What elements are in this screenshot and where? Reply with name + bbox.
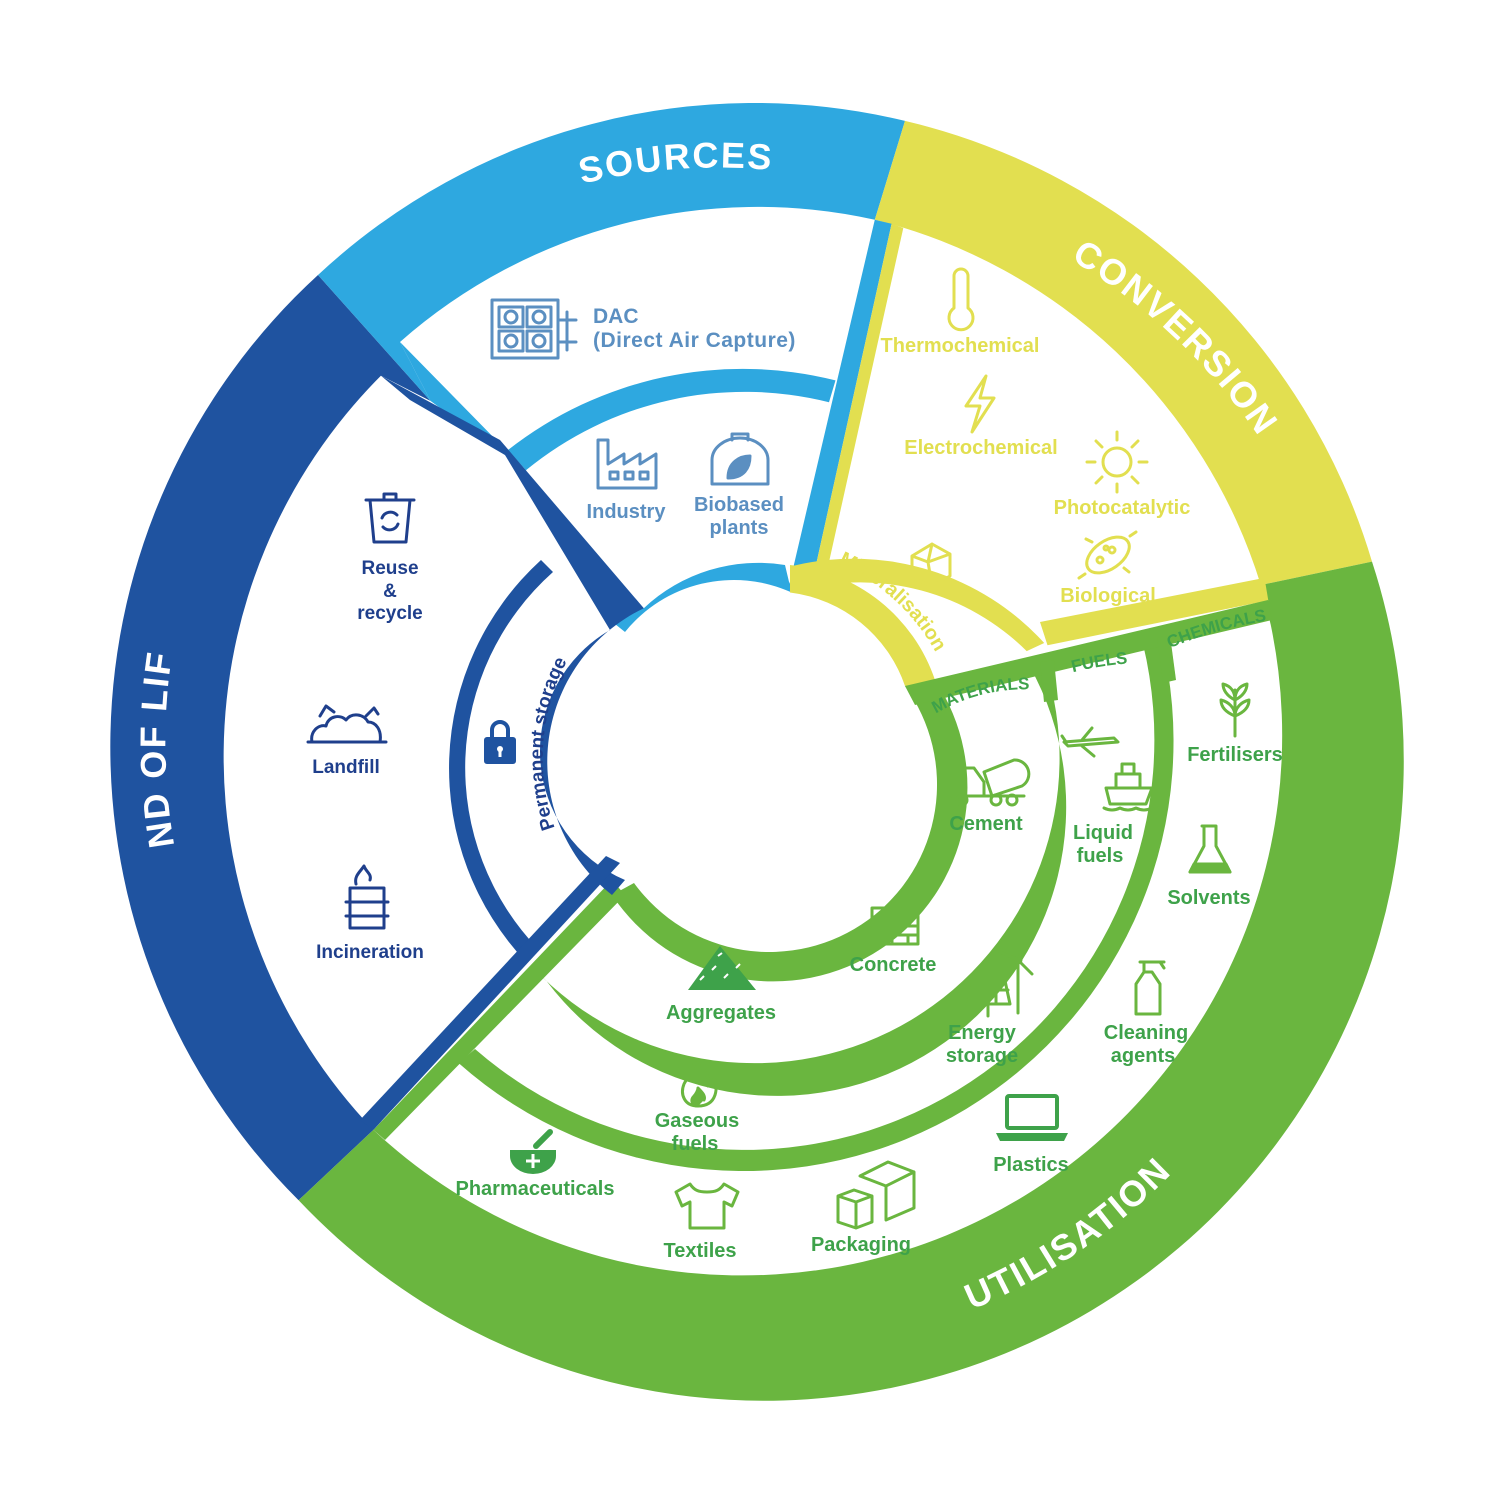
concrete-label: Concrete (850, 954, 937, 976)
landfill-icon (306, 704, 388, 744)
permanent-storage-ring (449, 560, 553, 963)
tshirt-icon (674, 1182, 740, 1230)
fertilisers-label: Fertilisers (1187, 744, 1283, 766)
sources-band (318, 102, 905, 402)
liquid-fuels-label-2: fuels (1077, 845, 1124, 867)
ship-icon (1102, 762, 1154, 812)
conversion-inner-band (794, 558, 1045, 652)
wheat-icon (1219, 682, 1251, 738)
pharmaceuticals-label: Pharmaceuticals (456, 1178, 615, 1200)
reuse-label-1: Reuse (361, 558, 418, 579)
solar-wind-icon (966, 936, 1034, 1018)
gaseous-fuels-label-2: fuels (672, 1133, 719, 1155)
laptop-icon (996, 1094, 1068, 1141)
aggregate-pile-icon (688, 946, 756, 990)
mineral-rock-icon (910, 542, 952, 588)
flame-icon (681, 1060, 718, 1108)
packaging-label: Packaging (811, 1234, 911, 1256)
conversion-bottom-band (1040, 577, 1269, 646)
gaseous-fuels-label-1: Gaseous (655, 1110, 739, 1132)
thermometer-icon (947, 267, 975, 332)
liquid-fuels-label-1: Liquid (1073, 822, 1133, 844)
energy-storage-label-2: storage (946, 1045, 1018, 1067)
padlock-icon (484, 720, 516, 764)
cement-truck-icon (950, 758, 1031, 807)
incinerator-icon (344, 864, 390, 930)
bacteria-icon (1077, 530, 1138, 580)
factory-icon (596, 438, 658, 490)
textiles-label: Textiles (664, 1240, 737, 1262)
solvents-label: Solvents (1167, 887, 1250, 909)
conversion-divider (810, 223, 904, 592)
utilisation-divider-top (905, 600, 1272, 705)
lightning-icon (964, 374, 996, 434)
sun-icon (1085, 430, 1149, 494)
electrochemical-label: Electrochemical (904, 437, 1057, 459)
energy-storage-label-1: Energy (948, 1022, 1017, 1044)
center-hub (628, 613, 902, 887)
end-of-life-band (110, 275, 431, 1201)
landfill-label: Landfill (312, 757, 380, 778)
reuse-label-2: & (383, 581, 397, 602)
materials-ring (612, 680, 968, 982)
dac-unit-icon (490, 298, 578, 360)
airplane-icon (1060, 726, 1120, 758)
end-of-life-title: END OF LIFE (0, 0, 182, 851)
dac-label: DAC (593, 305, 639, 328)
industry-label: Industry (587, 501, 667, 523)
biological-label: Biological (1060, 585, 1156, 607)
greenhouse-icon (710, 432, 770, 486)
sources-divider (788, 219, 892, 593)
spray-bottle-icon (1134, 960, 1166, 1016)
recycle-bin-icon (364, 492, 416, 544)
brick-wall-icon (870, 906, 920, 946)
reuse-label-3: recycle (357, 603, 423, 624)
cleaning-agents-label-2: agents (1111, 1045, 1175, 1067)
sources-inner-band (508, 368, 836, 471)
conversion-band (874, 120, 1372, 586)
chemicals-divider (1157, 635, 1176, 683)
utilisation-band (298, 561, 1404, 1401)
cement-label: Cement (949, 813, 1023, 835)
cleaning-agents-label-1: Cleaning (1104, 1022, 1188, 1044)
conversion-center-band (790, 565, 935, 686)
biobased-label-1: Biobased (694, 494, 784, 516)
dac-subtitle: (Direct Air Capture) (593, 329, 796, 352)
aggregates-label: Aggregates (666, 1002, 776, 1024)
flask-icon (1188, 824, 1232, 874)
incineration-label: Incineration (316, 942, 424, 963)
thermochemical-label: Thermochemical (881, 335, 1040, 357)
plastics-label: Plastics (993, 1154, 1069, 1176)
boxes-icon (836, 1160, 916, 1230)
fuels-divider (1040, 660, 1058, 702)
photocatalytic-label: Photocatalytic (1054, 497, 1191, 519)
end-of-life-divider (360, 856, 620, 1130)
biobased-label-2: plants (710, 517, 769, 539)
mortar-pestle-icon (510, 1129, 556, 1174)
utilisation-divider-left (373, 880, 625, 1140)
